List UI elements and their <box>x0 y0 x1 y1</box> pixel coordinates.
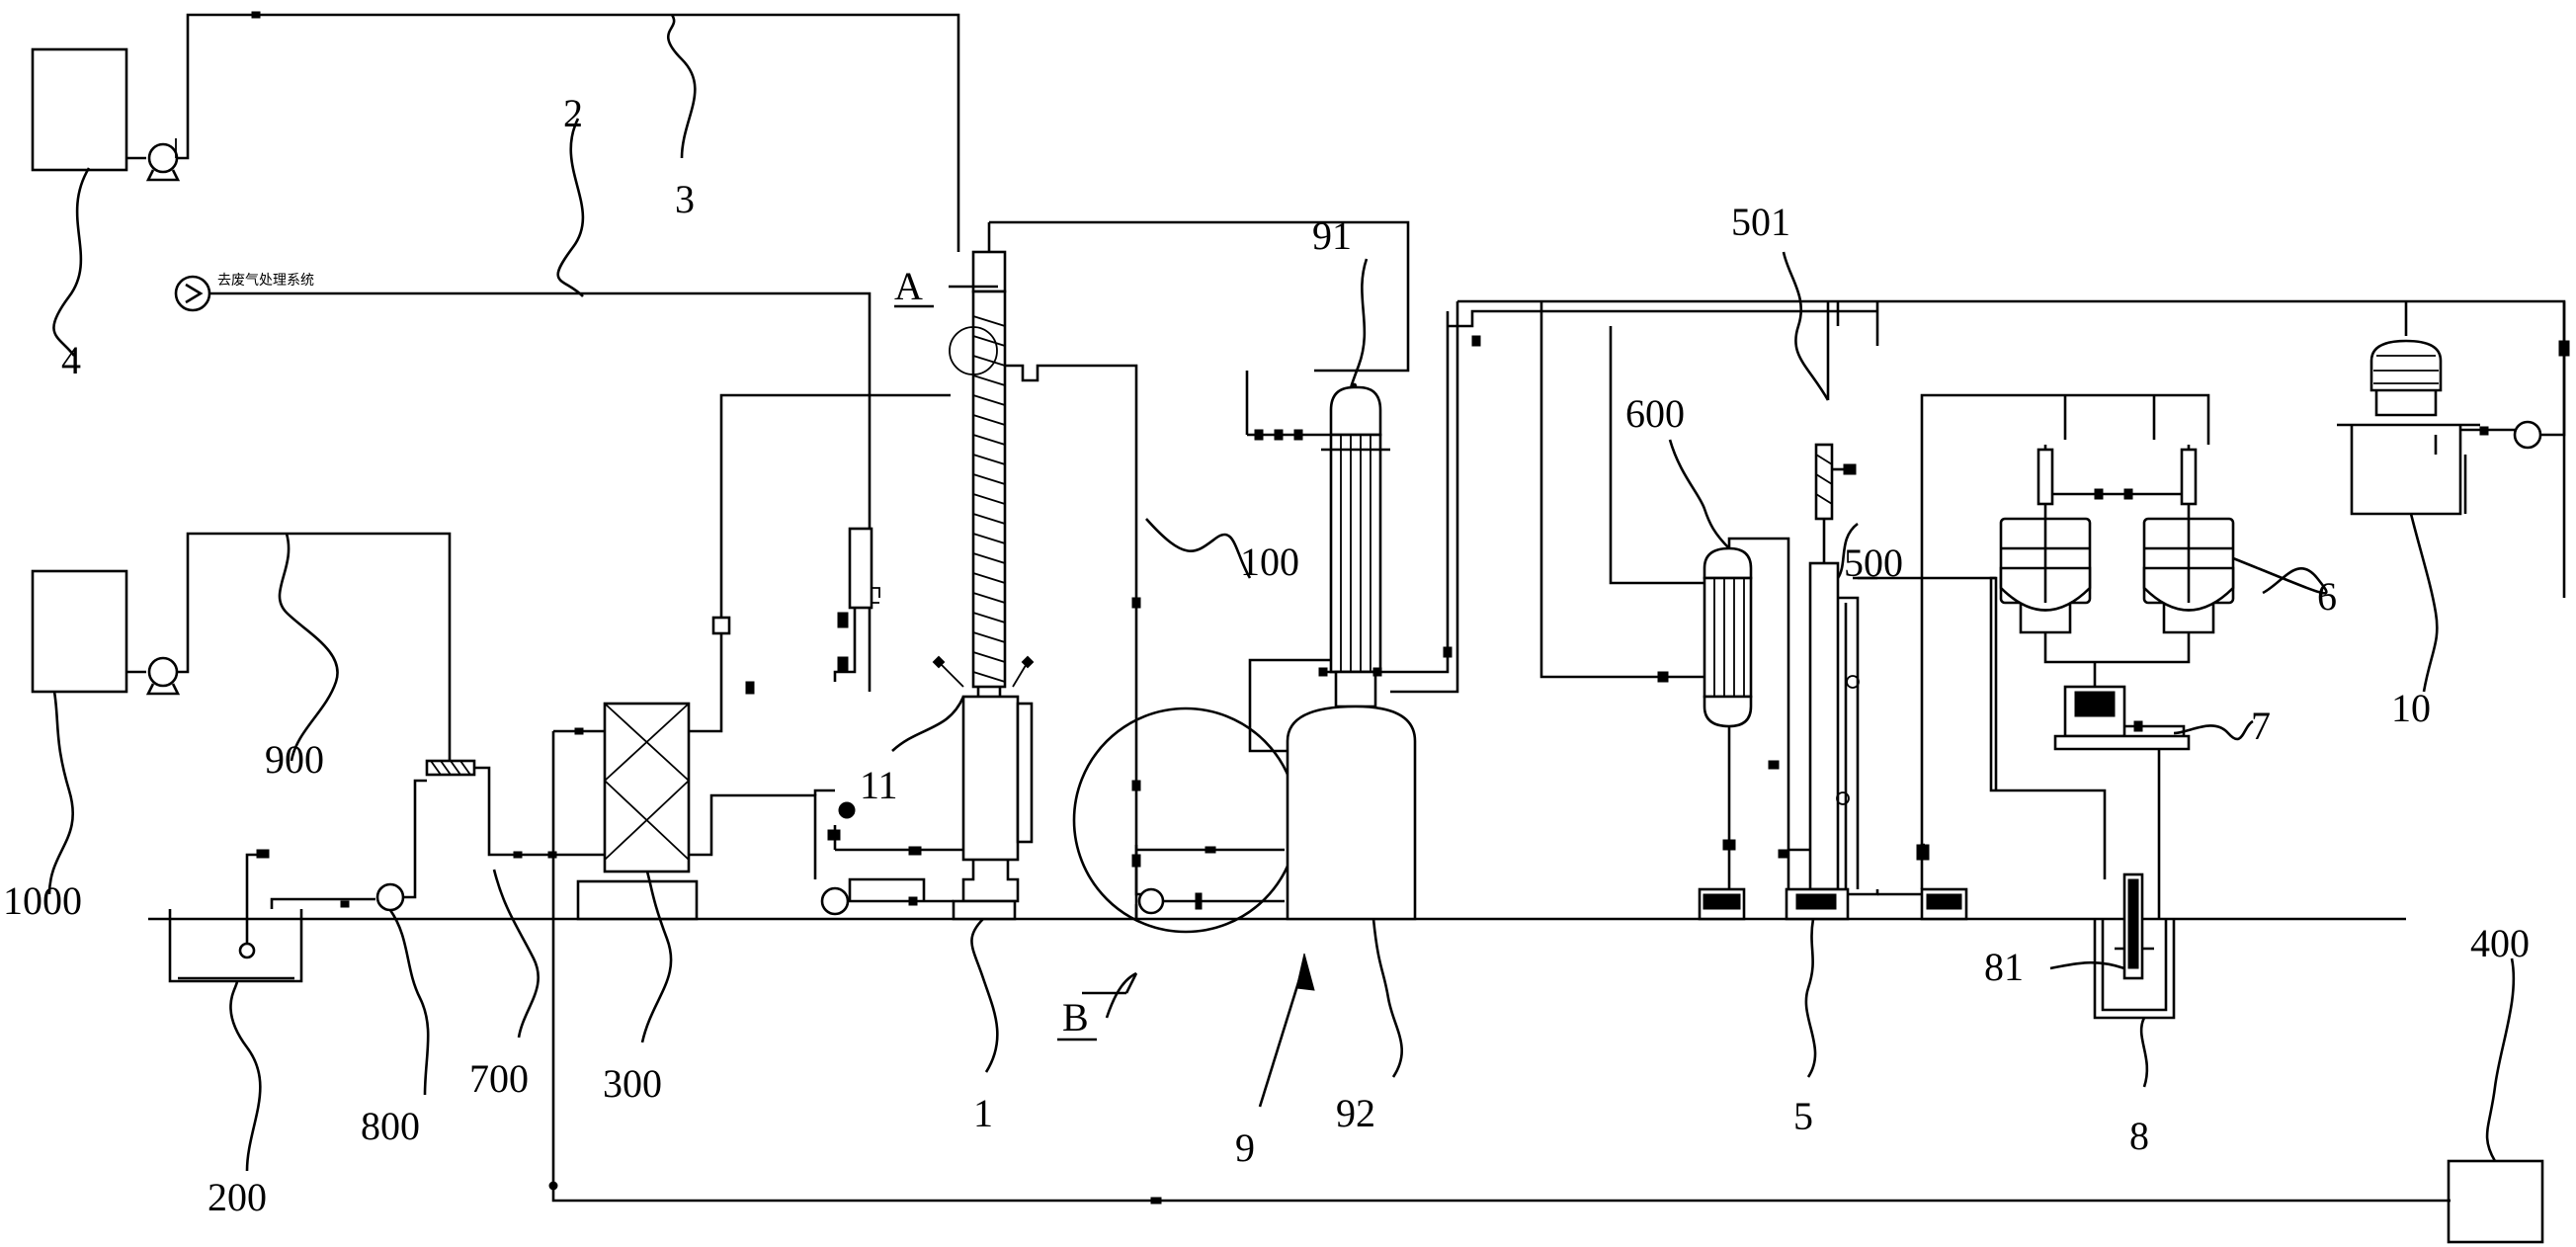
label-800: 800 <box>361 1104 420 1148</box>
condenser-91 <box>1329 385 1382 437</box>
label-3: 3 <box>675 177 695 221</box>
line-900 <box>178 532 452 766</box>
label-1: 1 <box>973 1091 993 1135</box>
label-4: 4 <box>61 338 81 382</box>
tank-400 <box>2447 1159 2544 1244</box>
label-81: 81 <box>1984 945 2024 989</box>
label-b: B <box>1062 995 1089 1039</box>
label-11: 11 <box>860 763 898 807</box>
label-9: 9 <box>1235 1125 1255 1170</box>
label-92: 92 <box>1336 1091 1375 1135</box>
tank-200 <box>168 909 303 983</box>
leader-11 <box>891 696 965 752</box>
column-5 <box>1808 561 1840 891</box>
label-91: 91 <box>1312 213 1352 258</box>
exhaust-fan <box>174 275 211 312</box>
tank-4 <box>31 47 128 172</box>
label-8: 8 <box>2129 1114 2149 1158</box>
label-5: 5 <box>1793 1094 1813 1138</box>
pump-1000 <box>147 656 179 688</box>
label-7: 7 <box>2251 704 2271 748</box>
tank-10 <box>2350 425 2462 516</box>
line-3 <box>178 13 960 252</box>
label-501: 501 <box>1731 200 1790 244</box>
vessel-92 <box>1286 705 1417 921</box>
label-500: 500 <box>1844 540 1903 585</box>
column-1-base <box>952 899 1017 921</box>
reboiler-11 <box>961 695 1020 862</box>
label-100: 100 <box>1240 540 1299 584</box>
instrument-panel <box>848 527 873 610</box>
pump-10 <box>2513 420 2542 450</box>
detail-circle-b <box>1072 707 1299 934</box>
pit-8 <box>2093 919 2176 1020</box>
cooling-tower-10 <box>2369 339 2443 392</box>
tank-1000 <box>31 569 128 694</box>
label-900: 900 <box>265 737 324 782</box>
pump-800 <box>375 882 405 912</box>
column-1 <box>971 290 1007 689</box>
fan-caption: 去废气处理系统 <box>217 273 314 289</box>
pump-4 <box>147 142 179 174</box>
label-300: 300 <box>603 1061 662 1106</box>
label-400: 400 <box>2470 921 2530 965</box>
label-200: 200 <box>208 1175 267 1219</box>
label-600: 600 <box>1625 391 1685 436</box>
label-a: A <box>894 264 923 308</box>
label-1000: 1000 <box>3 878 82 923</box>
exchanger-600 <box>1703 546 1753 580</box>
label-700: 700 <box>469 1056 529 1101</box>
label-2: 2 <box>563 91 583 135</box>
scrubber-300 <box>603 702 691 873</box>
line-700 <box>474 766 605 857</box>
label-10: 10 <box>2391 686 2431 730</box>
label-6: 6 <box>2317 574 2337 619</box>
